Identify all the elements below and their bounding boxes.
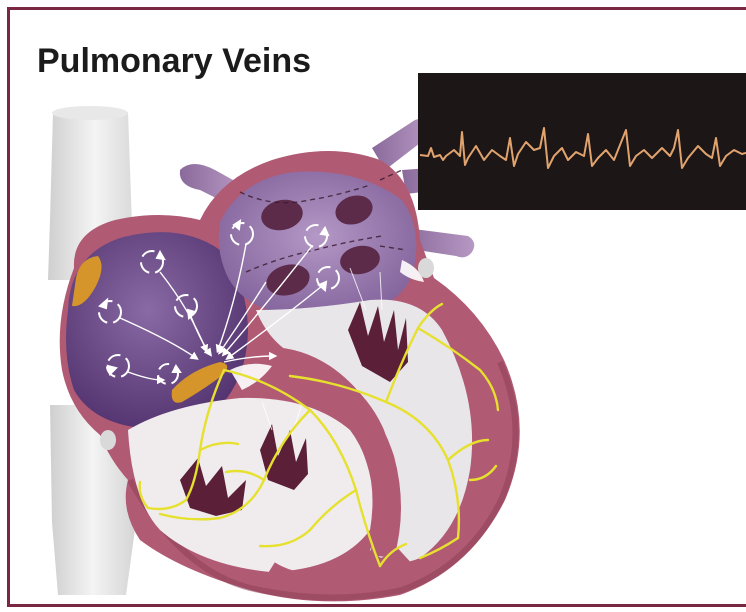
heart-illustration (10, 10, 746, 607)
diagram-title: Pulmonary Veins (37, 42, 311, 81)
figure-frame: Pulmonary Veins (7, 7, 746, 607)
ecg-strip (418, 73, 746, 210)
